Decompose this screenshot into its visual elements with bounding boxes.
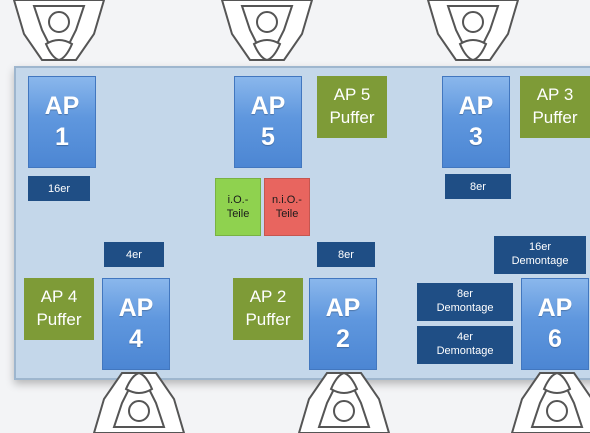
buffer-ap-4[interactable]: AP 4 Puffer [24,278,94,340]
buffer-label: AP 5 [333,85,371,105]
io-parts-bin[interactable]: i.O.- Teile [215,178,261,236]
robot-gripper-icon [212,0,322,70]
robot-gripper-icon [84,363,194,433]
station-ap-6[interactable]: AP 6 [521,278,589,370]
carrier-8er-tag: 8er [445,174,511,199]
buffer-label: AP 3 [536,85,574,105]
buffer-sublabel: Puffer [245,310,291,329]
carrier-4er-tag: 4er [104,242,164,267]
robot-gripper-icon [4,0,114,70]
station-label: AP [458,91,494,120]
robot-gripper-icon [418,0,528,70]
disassembly-16er-tag: 16er Demontage [494,236,586,274]
buffer-ap-5[interactable]: AP 5 Puffer [317,76,387,138]
buffer-label: AP 2 [249,287,287,307]
tag-line: 16er [528,241,552,254]
station-ap-4[interactable]: AP 4 [102,278,170,370]
buffer-ap-2[interactable]: AP 2 Puffer [233,278,303,340]
station-number: 5 [261,123,275,151]
station-label: AP [325,293,361,322]
tag-line: Demontage [436,302,494,314]
buffer-sublabel: Puffer [36,310,82,329]
nio-parts-bin[interactable]: n.i.O.- Teile [264,178,310,236]
station-ap-2[interactable]: AP 2 [309,278,377,370]
station-number: 2 [336,325,350,353]
carrier-8er-tag: 8er [317,242,375,267]
buffer-label: AP 4 [40,287,78,307]
tag-line: Demontage [436,345,494,357]
station-label: AP [537,293,573,322]
bin-line: Teile [226,208,250,220]
station-label: AP [44,91,80,120]
carrier-16er-tag: 16er [28,176,90,201]
station-ap-5[interactable]: AP 5 [234,76,302,168]
robot-gripper-icon [502,363,590,433]
robot-gripper-icon [289,363,399,433]
station-ap-1[interactable]: AP 1 [28,76,96,168]
tag-line: 8er [457,288,473,301]
station-label: AP [250,91,286,120]
bin-line: i.O.- [227,193,249,206]
buffer-ap-3[interactable]: AP 3 Puffer [520,76,590,138]
disassembly-4er-tag: 4er Demontage [417,326,513,364]
station-number: 6 [548,325,562,353]
buffer-sublabel: Puffer [329,108,375,127]
bin-line: n.i.O.- [272,193,302,206]
buffer-sublabel: Puffer [532,108,578,127]
tag-line: 4er [457,331,473,344]
station-label: AP [118,293,154,322]
bin-line: Teile [275,208,299,220]
station-ap-3[interactable]: AP 3 [442,76,510,168]
disassembly-8er-tag: 8er Demontage [417,283,513,321]
tag-line: Demontage [511,255,569,267]
station-number: 3 [469,123,483,151]
station-number: 1 [55,123,69,151]
station-number: 4 [129,325,143,353]
